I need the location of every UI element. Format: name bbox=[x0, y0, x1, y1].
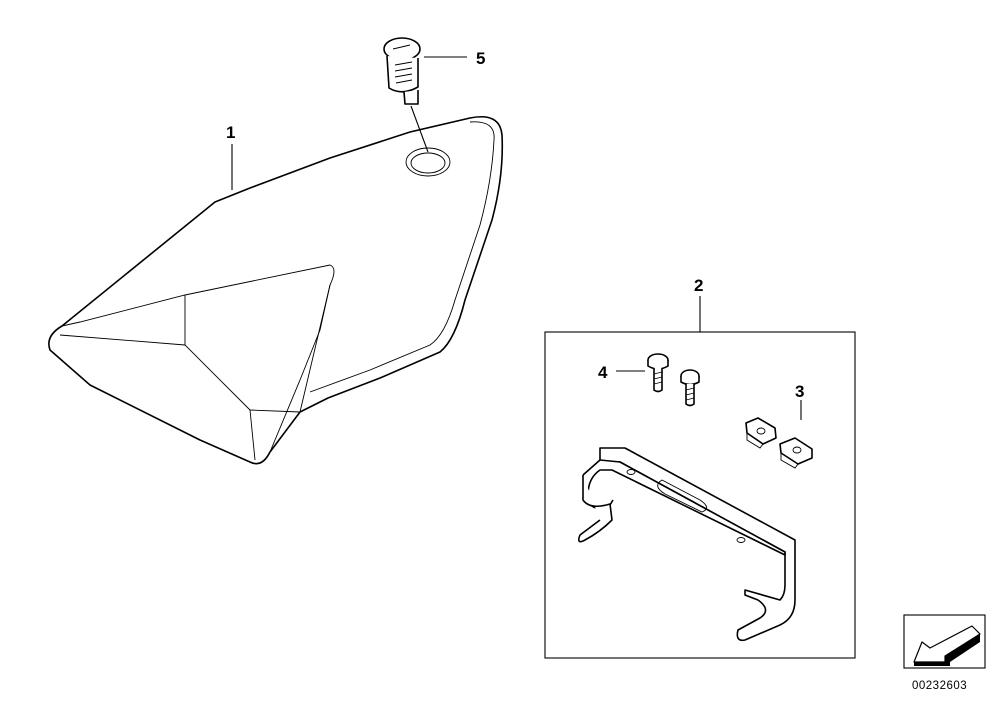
clip-nut-upper[interactable] bbox=[745, 417, 777, 449]
mounting-bracket[interactable] bbox=[578, 447, 796, 642]
screw-left[interactable] bbox=[647, 353, 669, 393]
callout-3: 3 bbox=[795, 382, 804, 401]
arrow-down-left-icon bbox=[903, 614, 986, 669]
screw-right[interactable] bbox=[680, 369, 700, 407]
callout-1: 1 bbox=[226, 123, 235, 142]
callout-2: 2 bbox=[694, 276, 703, 295]
lock-cylinder[interactable] bbox=[383, 37, 421, 105]
seat-cover[interactable] bbox=[48, 116, 504, 465]
callout-4: 4 bbox=[598, 363, 608, 382]
callout-5: 5 bbox=[476, 49, 485, 68]
lock-guide-line bbox=[410, 105, 429, 153]
document-number: 00232603 bbox=[912, 680, 967, 692]
clip-nut-lower[interactable] bbox=[779, 437, 813, 469]
